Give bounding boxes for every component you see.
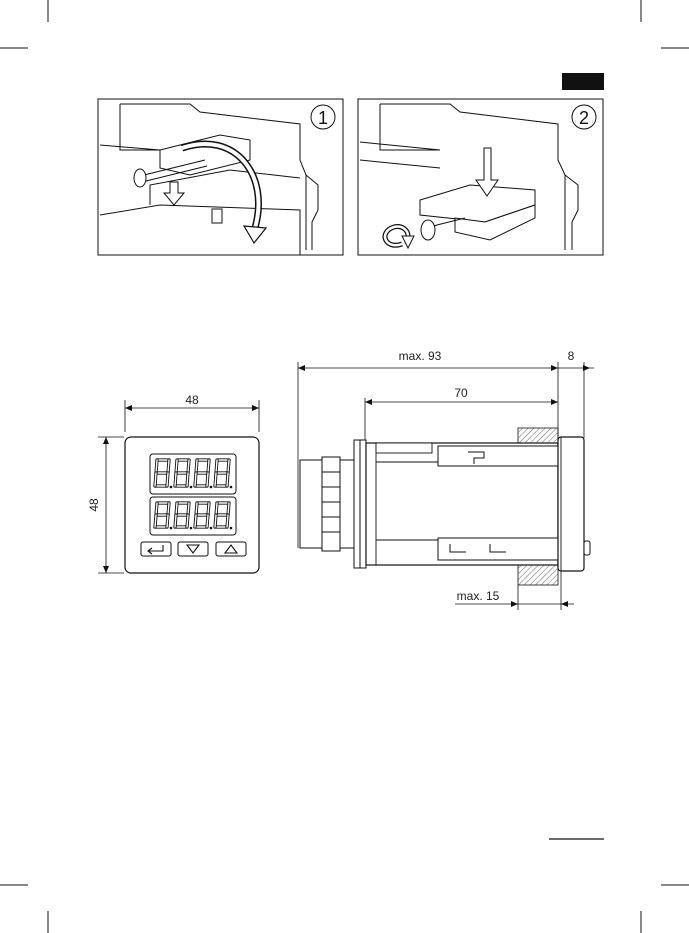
side-bezel <box>558 437 584 571</box>
housing-body <box>354 440 360 568</box>
front-view-drawing: 48 48 <box>87 393 259 573</box>
mounting-step-2-illustration: 2 <box>358 99 603 255</box>
panel-lower-section <box>518 565 558 585</box>
down-button[interactable] <box>178 542 208 556</box>
max-length-label: max. 93 <box>399 349 442 363</box>
language-tab <box>562 73 604 90</box>
body-length-label: 70 <box>454 386 468 400</box>
front-width-label: 48 <box>185 393 199 407</box>
front-height-label: 48 <box>87 498 101 512</box>
connector-block <box>300 460 322 548</box>
side-view-drawing: max. 93 8 70 <box>298 349 594 610</box>
enter-button[interactable] <box>141 542 171 556</box>
mounting-step-1-illustration: 1 <box>98 99 343 255</box>
panel-upper-section <box>518 428 558 443</box>
step-1-number: 1 <box>318 108 328 128</box>
bezel-depth-label: 8 <box>568 349 575 363</box>
up-button[interactable] <box>216 542 246 556</box>
panel-thickness-label: max. 15 <box>457 589 500 603</box>
step-2-number: 2 <box>579 108 589 128</box>
